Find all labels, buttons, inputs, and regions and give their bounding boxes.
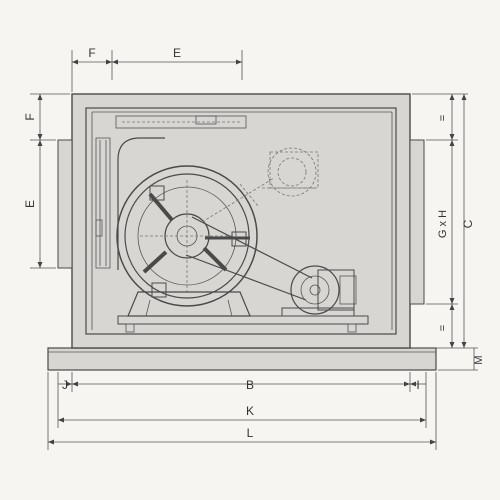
- top-outlet: [115, 115, 247, 129]
- dim-label-k: K: [246, 404, 254, 418]
- alternate-motor-position: [201, 147, 319, 223]
- motor: [290, 265, 357, 315]
- dim-label-eq-top: =: [437, 115, 449, 121]
- belt-drive: [185, 216, 313, 301]
- base-frame: [47, 347, 437, 371]
- dim-label-eq-bottom: =: [437, 325, 449, 331]
- cabinet-housing: [71, 93, 411, 349]
- dim-label-j: J: [62, 378, 68, 392]
- dim-label-l: L: [247, 426, 254, 440]
- fan-scroll: [116, 137, 258, 307]
- dim-label-f-left: F: [23, 113, 37, 120]
- inlet-damper: [95, 137, 111, 269]
- dim-label-gxh: G x H: [437, 210, 449, 238]
- dimension-left: F E: [23, 93, 70, 269]
- dim-label-m: M: [473, 355, 485, 364]
- right-outlet-flange: [409, 139, 425, 305]
- dim-label-b: B: [246, 378, 254, 392]
- dim-label-i: I: [416, 378, 419, 392]
- dim-label-e-top: E: [173, 46, 181, 60]
- dim-label-c: C: [461, 219, 475, 228]
- dimension-top: F E: [71, 46, 243, 92]
- dimension-bottom: J B I K L: [47, 372, 437, 450]
- dimension-right: = G x H = C M: [412, 93, 485, 371]
- dim-label-e-left: E: [23, 200, 37, 208]
- left-inlet-flange: [57, 139, 73, 269]
- dim-label-f-top: F: [88, 46, 95, 60]
